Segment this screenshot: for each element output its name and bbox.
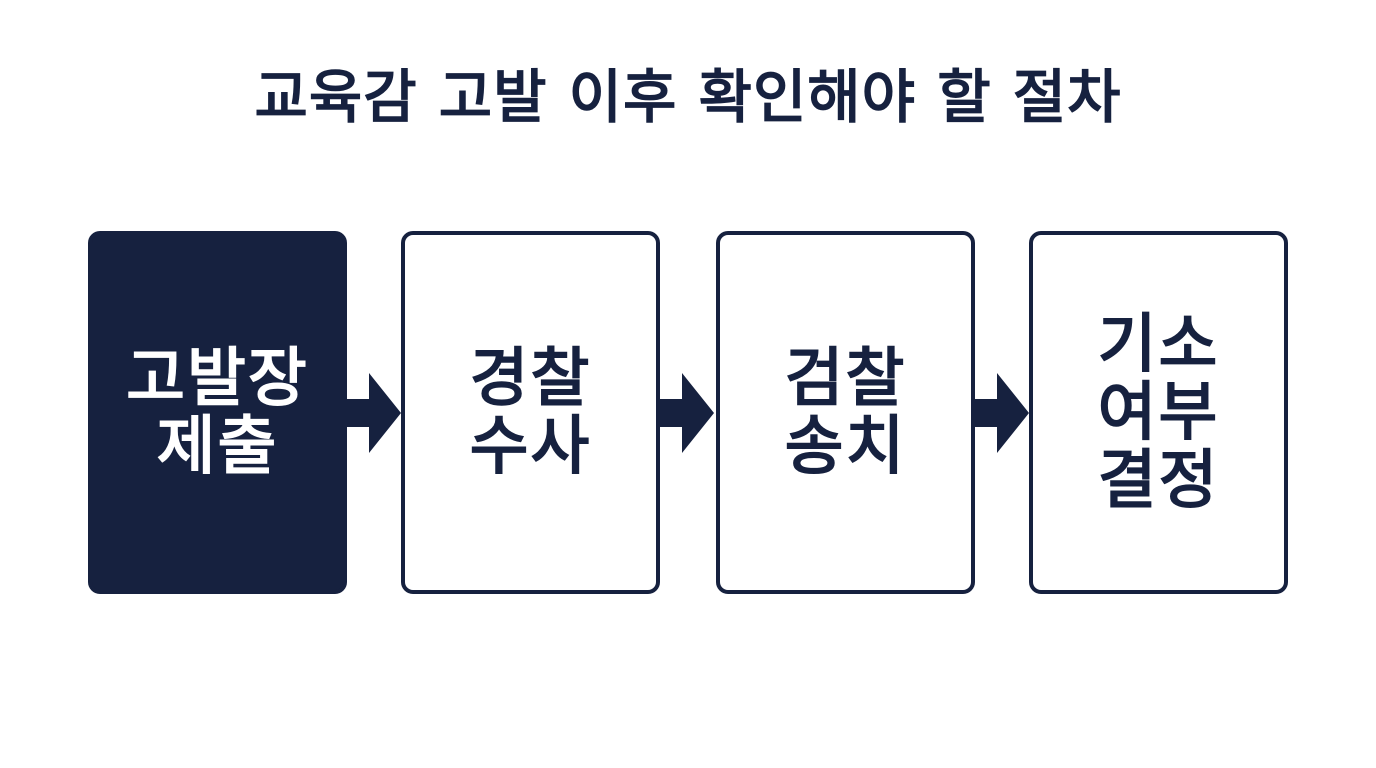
diagram-title: 교육감 고발 이후 확인해야 할 절차 [254,63,1122,131]
arrow-right-icon [975,373,1029,453]
step-label-line: 고발장 [126,341,309,416]
step-complaint-filing: 고발장 제출 [88,231,347,594]
step-prosecution-referral: 검찰 송치 [716,231,975,594]
step-indictment-decision: 기소 여부 결정 [1029,231,1288,594]
arrow-right-icon [347,373,401,453]
step-label-line: 기소 [1097,307,1220,382]
step-label-line: 제출 [156,409,279,484]
step-label-line: 검찰 [784,341,907,416]
step-label-line: 여부 [1097,375,1220,450]
step-police-investigation: 경찰 수사 [401,231,660,594]
step-label-line: 수사 [469,409,592,484]
step-label-line: 송치 [784,409,907,484]
arrow-right-icon [660,373,714,453]
step-label-line: 결정 [1097,443,1220,518]
step-label-line: 경찰 [469,341,592,416]
